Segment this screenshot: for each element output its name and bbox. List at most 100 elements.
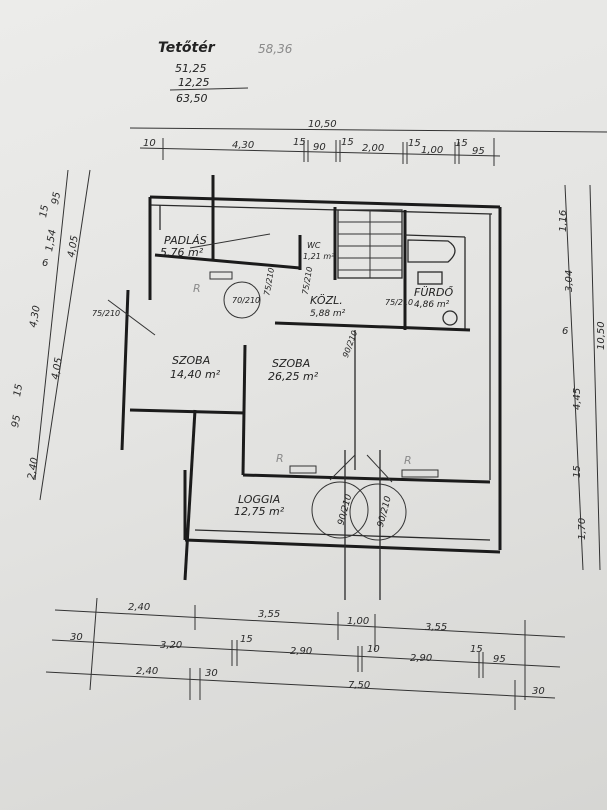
dim-top-total: 10,50 xyxy=(308,119,337,130)
radiator-label: R xyxy=(276,452,284,465)
dim-bottom-2-6: 15 xyxy=(470,644,483,655)
door-label: 75/210 xyxy=(301,266,315,295)
dim-right-inner-1: 3,04 xyxy=(564,270,575,292)
dimension-line-right-outer xyxy=(589,184,601,571)
dim-bottom-2-7: 95 xyxy=(493,654,506,665)
dim-left-outer-0: 4,05 xyxy=(66,235,81,259)
dim-bottom-2-0: 30 xyxy=(70,632,83,643)
dim-top-chain-7: 1,00 xyxy=(421,145,443,156)
dim-left-inner-5: 15 xyxy=(12,383,25,397)
dimension-line-left-outer xyxy=(39,169,91,501)
dim-bottom-2-4: 10 xyxy=(367,644,380,655)
dim-top-chain-8: 15 xyxy=(455,138,468,149)
dim-left-inner-4: 4,30 xyxy=(28,305,43,329)
calc-line-1: 51,25 xyxy=(175,62,207,75)
radiator-label: R xyxy=(193,282,201,295)
radiator xyxy=(401,469,439,478)
room-name-szoba-2: SZOBA xyxy=(272,357,310,370)
room-name-wc: WC xyxy=(307,241,321,250)
door-swing xyxy=(349,483,407,541)
exterior-walls xyxy=(120,175,502,581)
door-swing-line xyxy=(189,233,271,249)
radiator xyxy=(209,271,233,280)
door-swing xyxy=(311,481,369,539)
dim-left-inner-0: 95 xyxy=(50,191,63,205)
dim-top-chain-5: 2,00 xyxy=(362,143,384,154)
calc-total: 63,50 xyxy=(176,92,208,105)
door-swing-line xyxy=(366,454,393,483)
radiator xyxy=(289,465,317,474)
dim-bottom-3-2: 7,50 xyxy=(348,680,370,691)
room-name-szoba-1: SZOBA xyxy=(172,354,210,367)
interior-walls xyxy=(129,207,491,600)
door-label: 90/210 xyxy=(341,329,359,359)
radiator-label: R xyxy=(404,454,412,467)
dim-left-inner-1: 15 xyxy=(38,204,51,218)
room-area-kozl: 5,88 m² xyxy=(310,309,346,319)
bottom-ticks xyxy=(89,597,526,710)
room-area-padlas: 5,76 m² xyxy=(160,246,204,259)
door-label: 70/210 xyxy=(232,296,260,305)
dim-right-inner-4: 15 xyxy=(572,465,583,478)
dim-right-inner-5: 1,70 xyxy=(577,518,588,540)
door-swing-line xyxy=(107,299,156,336)
dim-bottom-1-0: 2,40 xyxy=(128,602,150,613)
calc-line-2: 12,25 xyxy=(178,76,210,89)
bathtub xyxy=(407,239,456,263)
dim-left-inner-3: 6 xyxy=(42,258,48,269)
plan-title-note: 58,36 xyxy=(258,42,293,56)
dim-left-outer-1: 4,05 xyxy=(50,357,65,381)
plan-title: Tetőtér xyxy=(158,40,216,56)
dim-bottom-1-1: 3,55 xyxy=(258,609,280,620)
dimension-line-top-chain xyxy=(139,147,501,157)
toilet-fixture xyxy=(442,310,458,326)
dim-right-inner-0: 1,16 xyxy=(558,210,569,232)
dim-bottom-3-3: 30 xyxy=(532,686,545,697)
staircase xyxy=(337,209,403,279)
dim-left-inner-2: 1,54 xyxy=(44,229,59,253)
calc-sum-line xyxy=(169,87,249,91)
dim-bottom-3-0: 2,40 xyxy=(136,666,158,677)
dim-bottom-1-3: 3,55 xyxy=(425,622,447,633)
door-swing-line xyxy=(329,454,356,481)
dim-bottom-2-1: 3,20 xyxy=(160,640,182,651)
dimension-line-right-inner xyxy=(564,184,584,571)
dim-top-chain-4: 15 xyxy=(341,137,354,148)
door-label: 90/210 xyxy=(376,495,394,528)
top-chain-ticks xyxy=(162,138,495,166)
dimension-line-top-total xyxy=(129,127,607,133)
dim-bottom-3-1: 30 xyxy=(205,668,218,679)
dim-bottom-2-2: 15 xyxy=(240,634,253,645)
dim-right-inner-3: 4,45 xyxy=(572,388,583,410)
dimension-line-bottom-3 xyxy=(45,671,556,699)
dim-right-outer: 10,50 xyxy=(596,321,607,350)
room-name-furdo: FÜRDŐ xyxy=(414,285,453,299)
room-area-szoba-2: 26,25 m² xyxy=(268,370,319,383)
dim-right-inner-2: 6 xyxy=(562,326,568,337)
dim-bottom-2-5: 2,90 xyxy=(410,653,432,664)
dim-top-chain-9: 95 xyxy=(472,146,485,157)
dim-top-chain-6: 15 xyxy=(408,138,421,149)
dim-left-inner-7: 2,40 xyxy=(26,457,41,481)
dimension-line-left-inner xyxy=(34,169,69,481)
dim-top-chain-3: 90 xyxy=(313,142,326,153)
dim-top-chain-2: 15 xyxy=(293,137,306,148)
door-swing xyxy=(223,281,261,319)
dimension-line-bottom-2 xyxy=(51,639,561,668)
door-label: 75/210 xyxy=(262,267,276,296)
room-name-loggia: LOGGIA xyxy=(238,493,280,506)
dim-left-inner-6: 95 xyxy=(10,414,23,428)
room-name-kozl: KÖZL. xyxy=(310,294,343,307)
dimension-line-bottom-1 xyxy=(54,609,566,638)
washbasin xyxy=(417,271,443,285)
dim-top-chain-1: 4,30 xyxy=(232,140,254,151)
room-name-padlas: PADLÁS xyxy=(164,234,207,247)
dim-bottom-1-2: 1,00 xyxy=(347,616,369,627)
door-label: 75/210 xyxy=(92,309,120,318)
room-area-szoba-1: 14,40 m² xyxy=(170,368,221,381)
dim-top-chain-0: 10 xyxy=(143,138,156,149)
dim-bottom-2-3: 2,90 xyxy=(290,646,312,657)
room-area-loggia: 12,75 m² xyxy=(234,505,285,518)
